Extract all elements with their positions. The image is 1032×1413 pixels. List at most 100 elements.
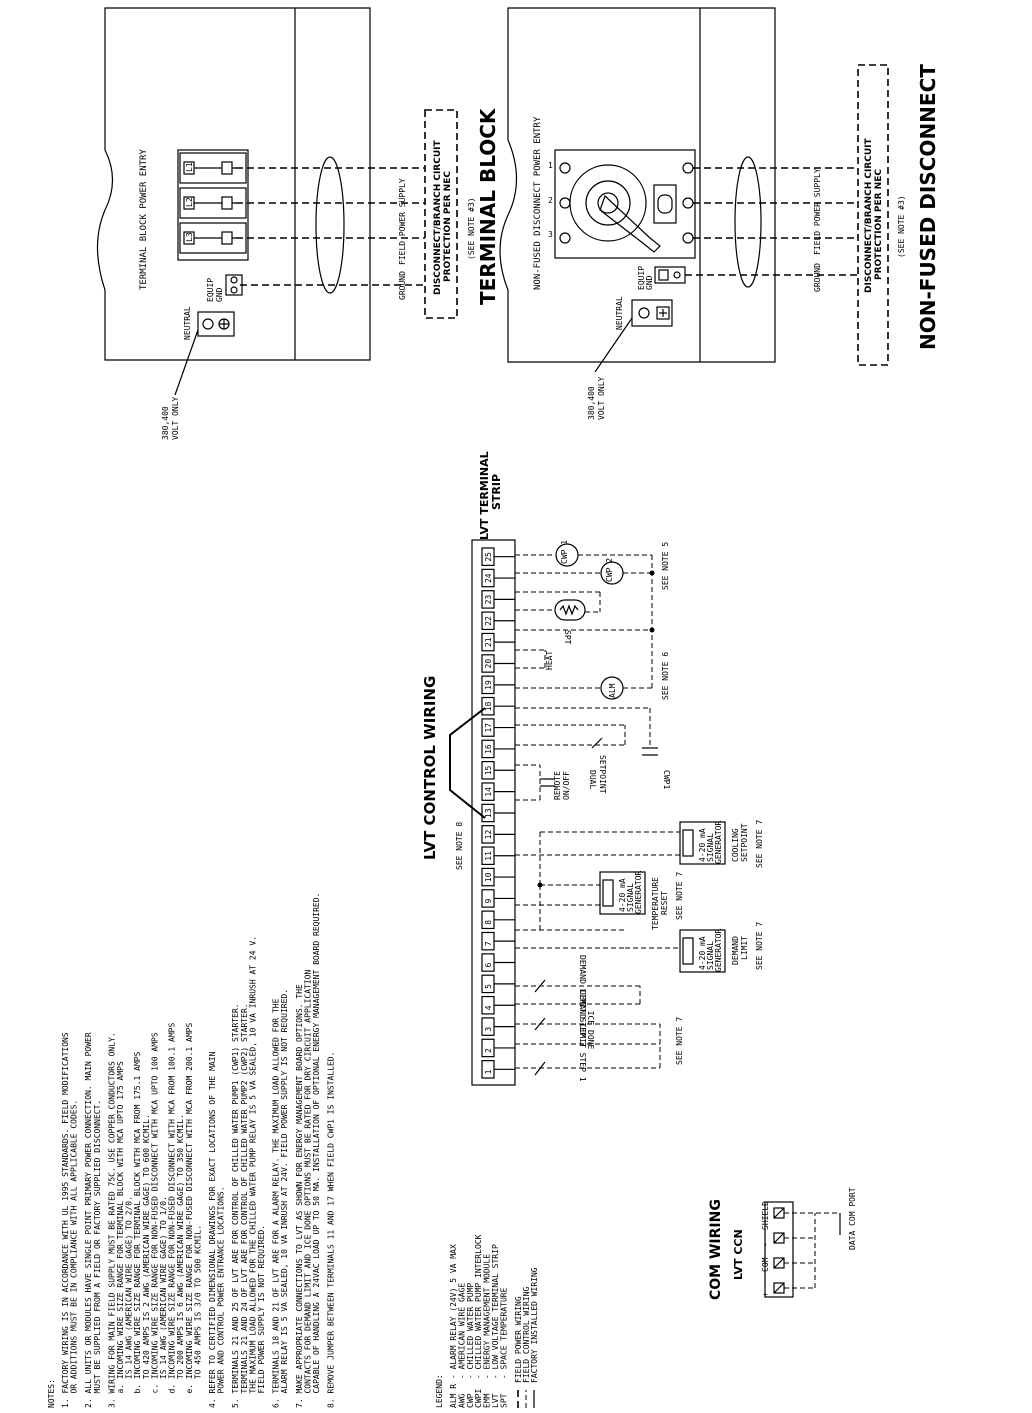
- note-line: e. INCOMING WIRE SIZE RANGE FOR NON-FUSE…: [185, 1023, 194, 1408]
- tb-equip-gnd: [225, 274, 243, 296]
- com-pin-minus: -: [761, 1242, 770, 1247]
- note-line: 1. FACTORY WIRING IS IN ACCORDANCE WITH …: [61, 1032, 70, 1408]
- nf-ground-label: GROUND: [813, 263, 822, 292]
- temperature-reset-generator: 4-20 mA SIGNAL GENERATOR TEMPERATURE RES…: [515, 870, 684, 931]
- com-title: COM WIRING: [708, 1199, 724, 1300]
- com-pin-plus: +: [761, 1292, 770, 1297]
- lvt-terminal-box: [481, 1038, 495, 1058]
- non-fused-panel: NON-FUSED DISCONNECT POWER ENTRY 1 2 3 N…: [499, 7, 940, 420]
- see-note-6: SEE NOTE 6: [661, 652, 670, 700]
- dual-setpoint-2: SETPOINT: [598, 755, 607, 794]
- ice-done-label: ICE DONE: [586, 1011, 595, 1050]
- lvt-see-note-8: SEE NOTE 8: [455, 822, 464, 870]
- lvt-section: LVT CONTROL WIRING LVT TERMINAL STRIP SE…: [421, 451, 764, 1086]
- tb-volt-note-1: 380,400: [161, 406, 170, 440]
- lvt-terminal-label: 23: [484, 595, 493, 605]
- demand-limit-generator: 4-20 mA SIGNAL GENERATOR DEMAND LIMIT SE…: [515, 922, 764, 973]
- lvt-terminal-box: [481, 1060, 495, 1079]
- legend-item: EMM - ENERGY MANAGEMENT MODULE: [483, 1254, 492, 1408]
- note-line: d. INCOMING WIRE SIZE RANGE FOR NON-FUSE…: [168, 1023, 177, 1408]
- lvt-terminal-label: 24: [484, 573, 493, 583]
- notes-block: NOTES: 1. FACTORY WIRING IS IN ACCORDANC…: [47, 893, 336, 1408]
- cooling-setpoint-generator: 4-20 mA SIGNAL GENERATOR COOLING SETPOIN…: [515, 820, 764, 885]
- note-line: 8. REMOVE JUMPER BETWEEN TERMINALS 11 AN…: [327, 1052, 336, 1408]
- legend-item: CWPI - CHILLED WATER PUMP INTERLOCK: [474, 1234, 483, 1408]
- note-line: ALARM RELAY IS 5 VA SEALED, 10 VA INRUSH…: [280, 989, 289, 1408]
- lvt-terminal-label: 5: [484, 984, 493, 989]
- legend-item: CWP - CHILLED WATER PUMP: [466, 1283, 475, 1408]
- svg-text:GENERATOR: GENERATOR: [714, 820, 723, 864]
- nf-phase-2: 2: [548, 196, 553, 205]
- lvt-terminal-label: 4: [484, 1005, 493, 1010]
- nf-disconnect-3: (SEE NOTE #3): [897, 195, 906, 258]
- tb-terminal-l3: L3: [185, 232, 194, 242]
- spt-label: SPT: [563, 630, 572, 645]
- com-pin-com: COM: [761, 1257, 770, 1272]
- svg-text:SEE NOTE 7: SEE NOTE 7: [675, 872, 684, 920]
- lvt-terminal-label: 17: [484, 723, 493, 733]
- lvt-terminal-label: 25: [484, 552, 493, 562]
- lvt-terminal-label: 14: [484, 787, 493, 797]
- lvt-terminal-label: 7: [484, 941, 493, 946]
- lvt-terminal-label: 16: [484, 744, 493, 754]
- tb-ground-label: GROUND: [398, 271, 407, 300]
- note-line: CAPABLE OF HANDLING A 24VAC LOAD UP TO 5…: [312, 893, 321, 1408]
- lvt-terminal-box: [481, 995, 495, 1015]
- lvt-jumper-11-17: [449, 707, 486, 819]
- demand-see-note-7: SEE NOTE 7: [675, 1017, 684, 1065]
- note-line: TO 450 AMPS IS 3/0 TO 500 KCMIL.: [193, 1225, 202, 1408]
- nf-phase-1: 1: [548, 161, 553, 170]
- note-line: OR ADDITIONS MUST BE IN COMPLIANCE WITH …: [70, 1100, 79, 1408]
- note-line: 7. MAKE APPROPRIATE CONNECTIONS TO LVT A…: [295, 984, 304, 1408]
- svg-text:SIGNAL: SIGNAL: [626, 883, 635, 912]
- nf-volt-note-2: VOLT ONLY: [597, 376, 606, 420]
- tb-field-supply: FIELD POWER SUPPLY: [398, 178, 407, 265]
- tb-terminal-l1: L1: [185, 162, 194, 172]
- lvt-terminal-label: 19: [484, 680, 493, 690]
- lvt-terminal-label: 22: [484, 616, 493, 626]
- tb-terminal-l2: L2: [185, 197, 194, 207]
- svg-text:RESET: RESET: [660, 891, 669, 915]
- note-line: THE MAXIMUM LOAD ALLOWED FOR THE CHILLED…: [248, 936, 257, 1408]
- tb-volt-note-2: VOLT ONLY: [171, 396, 180, 440]
- nf-disconnect-1: DISCONNECT/BRANCH CIRCUIT: [864, 137, 874, 293]
- lvt-terminal-label: 15: [484, 765, 493, 775]
- com-subtitle: LVT CCN: [732, 1229, 745, 1280]
- nf-entry-label: NON-FUSED DISCONNECT POWER ENTRY: [533, 116, 543, 290]
- tb-terminals: L1 L2 L3: [177, 149, 249, 261]
- nf-title: NON-FUSED DISCONNECT: [916, 64, 940, 350]
- spt-sensor: [554, 599, 586, 621]
- nf-phase-3: 3: [548, 230, 553, 239]
- note-line: c. INCOMING WIRE SIZE RANGE FOR NON-FUSE…: [150, 1032, 159, 1408]
- note-line: 5. TERMINALS 21 AND 25 OF LVT ARE FOR CO…: [231, 1003, 240, 1408]
- tb-conduit-ellipse: [315, 156, 345, 294]
- tb-title: TERMINAL BLOCK: [476, 107, 500, 305]
- com-data-port: DATA COM PORT: [848, 1187, 857, 1250]
- svg-text:SEE NOTE 7: SEE NOTE 7: [755, 922, 764, 970]
- note-line: 6. TERMINALS 18 AND 21 OF LVT ARE FOR A …: [272, 998, 281, 1408]
- svg-text:4-20 mA: 4-20 mA: [618, 878, 627, 912]
- note-line: 3. WIRING FOR MAIN FIELD SUPPLY MUST BE …: [107, 1032, 116, 1408]
- note-line: IS 14 AWG (AMERICAN WIRE GAGE) TO 2/0.: [125, 1196, 134, 1408]
- lvt-terminal-label: 6: [484, 963, 493, 968]
- lvt-terminal-box: [481, 931, 495, 951]
- nf-switch-dial: [569, 164, 647, 242]
- lvt-terminal-label: 13: [484, 808, 493, 818]
- legend-block: LEGEND: ALM R - ALARM RELAY (24V) 5 VA M…: [435, 1234, 539, 1408]
- notes-heading: NOTES:: [47, 1379, 56, 1408]
- lvt-terminal-label: 12: [484, 830, 493, 840]
- demand-step1-label: DEMAND LIMIT STEP 1: [578, 990, 587, 1082]
- lvt-strip-label-2: STRIP: [490, 474, 503, 510]
- note-line: CONTACTS FOR DEMAND LIMIT AND ICE DONE O…: [303, 970, 312, 1408]
- svg-text:SETPOINT: SETPOINT: [740, 823, 749, 862]
- cwp2-label: CWP 2: [605, 558, 614, 582]
- svg-text:TEMPERATURE: TEMPERATURE: [651, 877, 660, 930]
- note-line: TERMINALS 21 AND 24 OF LVT ARE FOR CONTR…: [240, 1003, 249, 1408]
- lvt-terminal-box: [481, 953, 495, 972]
- alm-label: ALM: [608, 683, 617, 698]
- demand-step2-label: DEMAND LIMIT STEP 2: [578, 955, 587, 1047]
- lvt-terminal-label: 3: [484, 1027, 493, 1032]
- legend-factory: FACTORY INSTALLED WIRING: [530, 1267, 539, 1383]
- lvt-terminal-label: 2: [484, 1048, 493, 1053]
